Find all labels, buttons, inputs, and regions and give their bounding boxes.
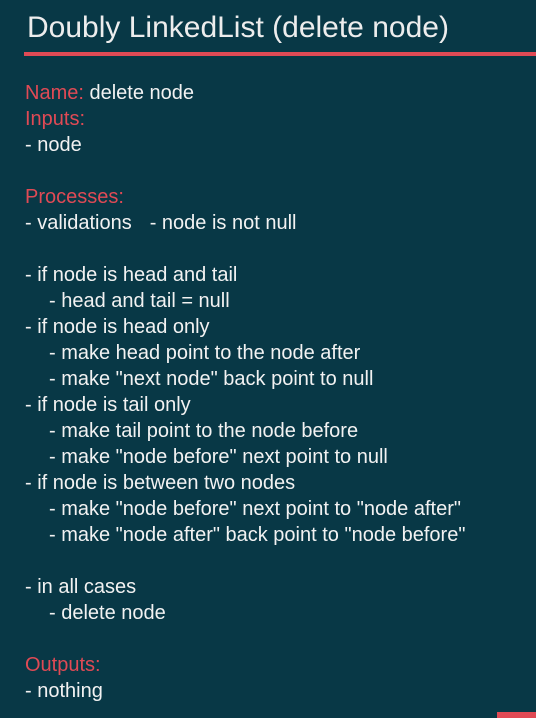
outputs-label: Outputs:: [25, 654, 101, 676]
case-head-only: - if node is head only: [25, 316, 210, 338]
case-step: - make tail point to the node before: [49, 420, 359, 442]
all-cases-step: - delete node: [49, 602, 166, 624]
name-label: Name:: [25, 82, 84, 104]
spacer: [25, 626, 530, 652]
name-line: Name: delete node: [25, 80, 530, 106]
case-step: - head and tail = null: [49, 290, 230, 312]
spacer: [25, 236, 530, 262]
slide-title: Doubly LinkedList (delete node): [27, 11, 449, 44]
spacer: [25, 548, 530, 574]
spacer: [25, 158, 530, 184]
case-step: - make "node after" back point to "node …: [49, 524, 466, 546]
case-step: - make "node before" next point to null: [49, 446, 388, 468]
validations-label: - validations: [25, 212, 132, 234]
input-item: - node: [25, 134, 82, 156]
case-head-and-tail: - if node is head and tail: [25, 264, 238, 286]
validations-detail: - node is not null: [149, 212, 297, 234]
case-step: - make head point to the node after: [49, 342, 361, 364]
case-tail-only: - if node is tail only: [25, 394, 191, 416]
all-cases-line: - in all cases: [25, 576, 137, 598]
case-step: - make "node before" next point to "node…: [49, 498, 461, 520]
validations-line: - validations - node is not null: [25, 210, 530, 236]
inputs-label: Inputs:: [25, 108, 86, 130]
title-underline: [24, 52, 536, 56]
slide-content: Name: delete node Inputs: - node Process…: [25, 80, 530, 704]
corner-accent-mark: [497, 712, 536, 718]
case-step: - make "next node" back point to null: [49, 368, 374, 390]
name-value: delete node: [89, 82, 195, 104]
output-item: - nothing: [25, 680, 103, 702]
processes-label: Processes:: [25, 186, 124, 208]
case-between-nodes: - if node is between two nodes: [25, 472, 296, 494]
